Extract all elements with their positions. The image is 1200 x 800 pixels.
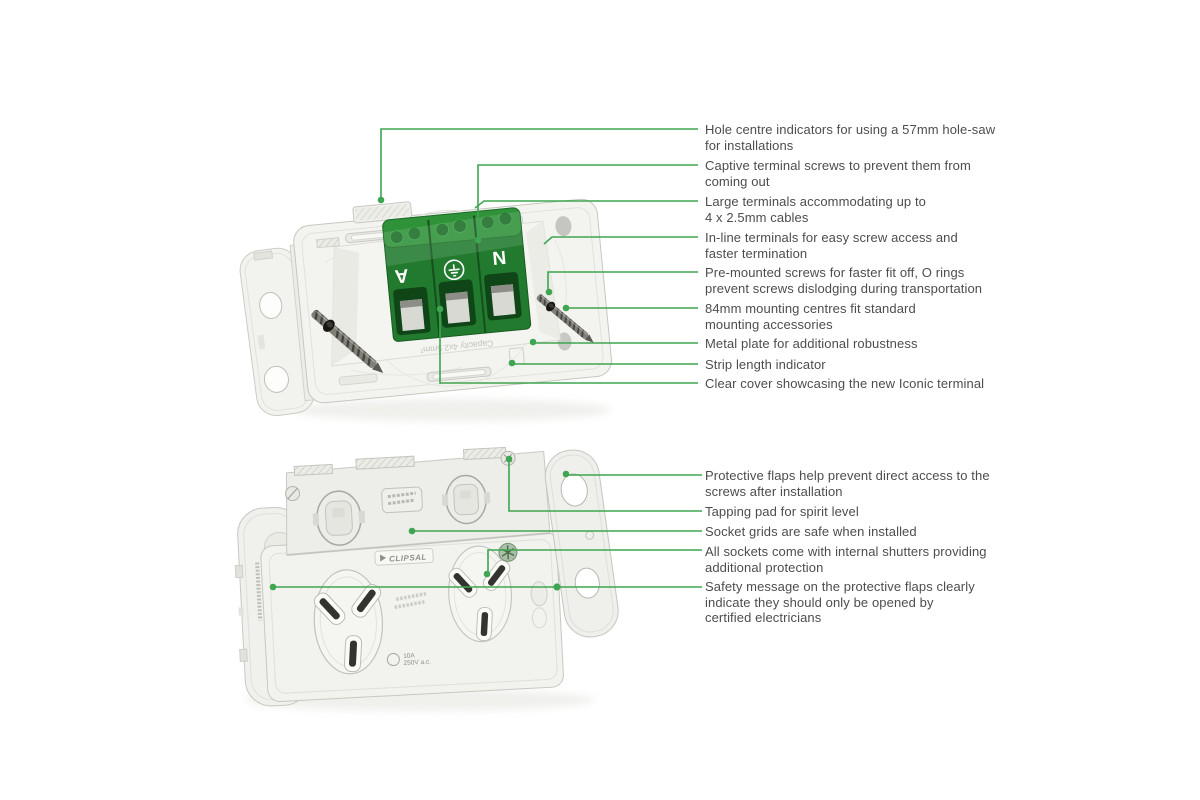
leader-dot [545, 288, 553, 296]
terminal-label-active: A [393, 264, 409, 286]
brand-label: CLIPSAL [374, 547, 434, 566]
svg-text:CLIPSAL: CLIPSAL [389, 553, 427, 564]
leader-clear-cover [439, 311, 698, 384]
socket-grid-left [313, 569, 384, 675]
socket-slot [476, 607, 493, 642]
socket-slot [343, 635, 363, 673]
callout-hole-centre: Hole centre indicators for using a 57mm … [705, 122, 996, 153]
callout-socket-grids: Socket grids are safe when installed [705, 524, 917, 539]
leader-lines [269, 128, 702, 591]
large-terminal-windows [393, 272, 522, 336]
protective-wing-right [544, 449, 619, 638]
leader-tapping-pad [508, 460, 702, 512]
leader-hole-centre [380, 128, 698, 199]
leader-dot [377, 196, 385, 204]
wing-hole [259, 292, 283, 319]
callout-strip-length: Strip length indicator [705, 357, 826, 372]
leader-dot [529, 338, 537, 346]
no-entry-pad [285, 486, 301, 502]
bottom-product-double-socket: CLIPSAL [234, 446, 619, 707]
leaders-bottom [269, 455, 702, 591]
captive-terminal-screws [389, 211, 513, 245]
leader-dot [505, 455, 513, 463]
clipsal-logo-icon [379, 554, 387, 562]
callout-tapping-pad: Tapping pad for spirit level [705, 504, 859, 519]
plate-bottom-slots [338, 366, 492, 386]
callout-inline-terminals: In-line terminals for easy screw access … [705, 230, 958, 261]
callout-premounted-screws: Pre-mounted screws for faster fit off, O… [705, 265, 983, 296]
protective-flap-left [312, 490, 366, 546]
socket-slot [482, 559, 511, 592]
callout-protective-flaps: Protective flaps help prevent direct acc… [705, 468, 990, 499]
protective-flap-right [441, 474, 491, 525]
svg-text:250V a.c.: 250V a.c. [403, 659, 431, 667]
earth-symbol-icon [443, 259, 465, 281]
leader-dot [474, 236, 482, 244]
leader-dot [553, 583, 561, 591]
leader-inline-terminals [543, 236, 698, 245]
socket-grid-right [448, 545, 512, 643]
centre-print [394, 591, 427, 610]
svg-text:10A: 10A [403, 652, 416, 660]
callout-internal-shutters: All sockets come with internal shutters … [705, 544, 987, 575]
top-product-grid-plate: A N Capacity 4x2.5mm² [239, 198, 612, 417]
panel-top-tabs [293, 446, 507, 476]
leader-dot [508, 359, 516, 367]
terminal-label-neutral: N [491, 246, 507, 268]
leader-dot [269, 583, 277, 591]
callout-clear-cover: Clear cover showcasing the new Iconic te… [705, 376, 985, 391]
callout-metal-plate: Metal plate for additional robustness [705, 336, 918, 351]
callout-large-terminals: Large terminals accommodating up to 4 x … [705, 194, 927, 225]
leader-dot [408, 527, 416, 535]
leader-large-terminals [474, 200, 698, 209]
rating-print: 10A 250V a.c. [386, 652, 431, 667]
voltage-label [381, 486, 423, 514]
wing-hole [263, 365, 289, 393]
mounting-hole [557, 332, 572, 351]
leader-dot [483, 570, 491, 578]
wing-hole [574, 567, 600, 599]
leader-dot [436, 305, 444, 313]
top-product-shadow [292, 399, 612, 421]
leader-internal-shutters [487, 549, 702, 572]
iconic-terminal-block: A N [382, 207, 532, 342]
socket-slot [313, 592, 346, 626]
leader-premounted-screws [547, 271, 698, 291]
leader-dot [562, 304, 570, 312]
leaders-top [377, 128, 698, 384]
mounting-hole [555, 216, 572, 237]
callout-captive-screws: Captive terminal screws to prevent them … [705, 158, 971, 189]
wing-hole [560, 473, 588, 507]
leader-dot [562, 470, 570, 478]
callout-safety-message: Safety message on the protective flaps c… [705, 579, 975, 626]
leader-captive-screws [477, 164, 698, 238]
callout-84mm-centres: 84mm mounting centres fit standard mount… [705, 301, 916, 332]
fixing-screw [498, 542, 518, 562]
